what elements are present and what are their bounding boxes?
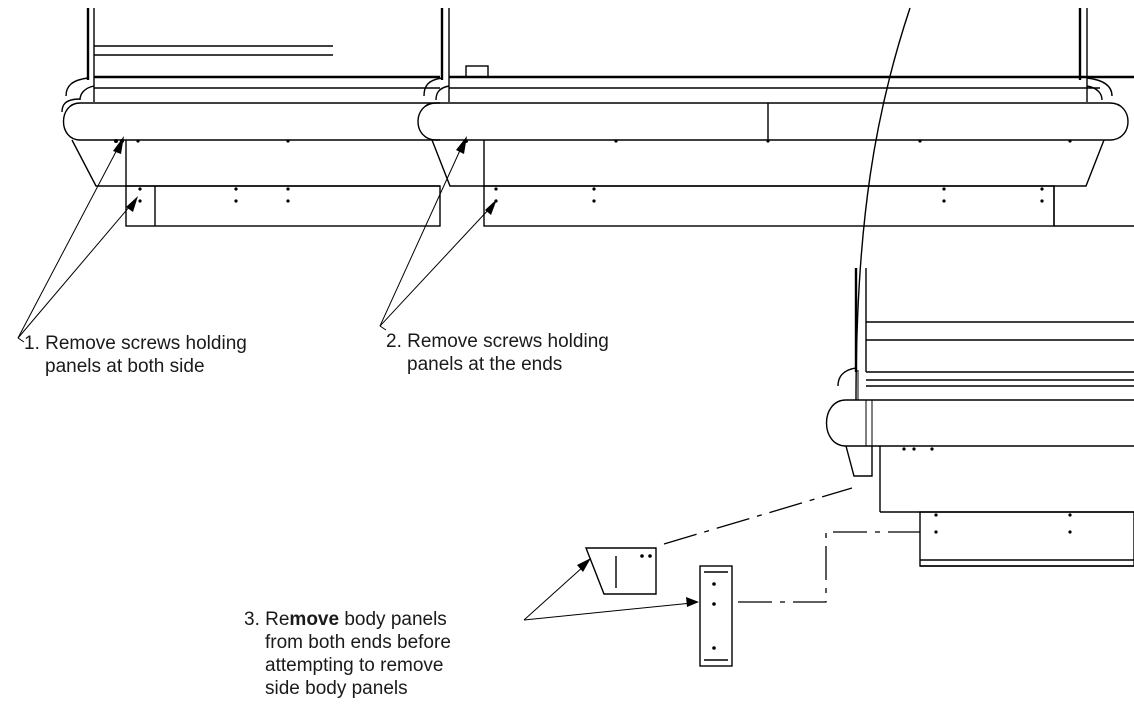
panel-location-line-2 <box>738 531 920 603</box>
step-1-line-2: panels at both side <box>45 356 205 377</box>
step-3-bold-word: move <box>289 609 340 630</box>
step-1-line-1: 1. Remove screws holding <box>24 333 247 354</box>
detail-curve <box>855 7 911 401</box>
detail-end-view <box>825 268 1134 567</box>
step-3-prefix: 3. Re <box>244 609 290 630</box>
step-2-note: 2. Remove screws holding panels at the e… <box>386 330 609 376</box>
step-2-line-2: panels at the ends <box>407 354 563 375</box>
removed-end-panel <box>584 547 657 595</box>
step-3-note: 3. Remove body panels from both ends bef… <box>244 608 451 700</box>
step-3-line-1: 3. Remove body panels <box>244 608 451 631</box>
step-3-suffix: body panels <box>339 609 447 630</box>
panel-location-line-1 <box>663 487 853 545</box>
step-1-note: 1. Remove screws holding panels at both … <box>24 332 247 378</box>
step-3-line-2: from both ends before <box>265 632 451 653</box>
step-2-line-1: 2. Remove screws holding <box>386 331 609 352</box>
removed-lower-panel <box>699 565 733 667</box>
step-3-line-3: attempting to remove <box>265 655 444 676</box>
leader-lines <box>17 136 699 621</box>
right-display-case <box>417 8 1134 227</box>
step-3-line-4: side body panels <box>265 678 408 699</box>
left-display-case <box>61 8 441 227</box>
